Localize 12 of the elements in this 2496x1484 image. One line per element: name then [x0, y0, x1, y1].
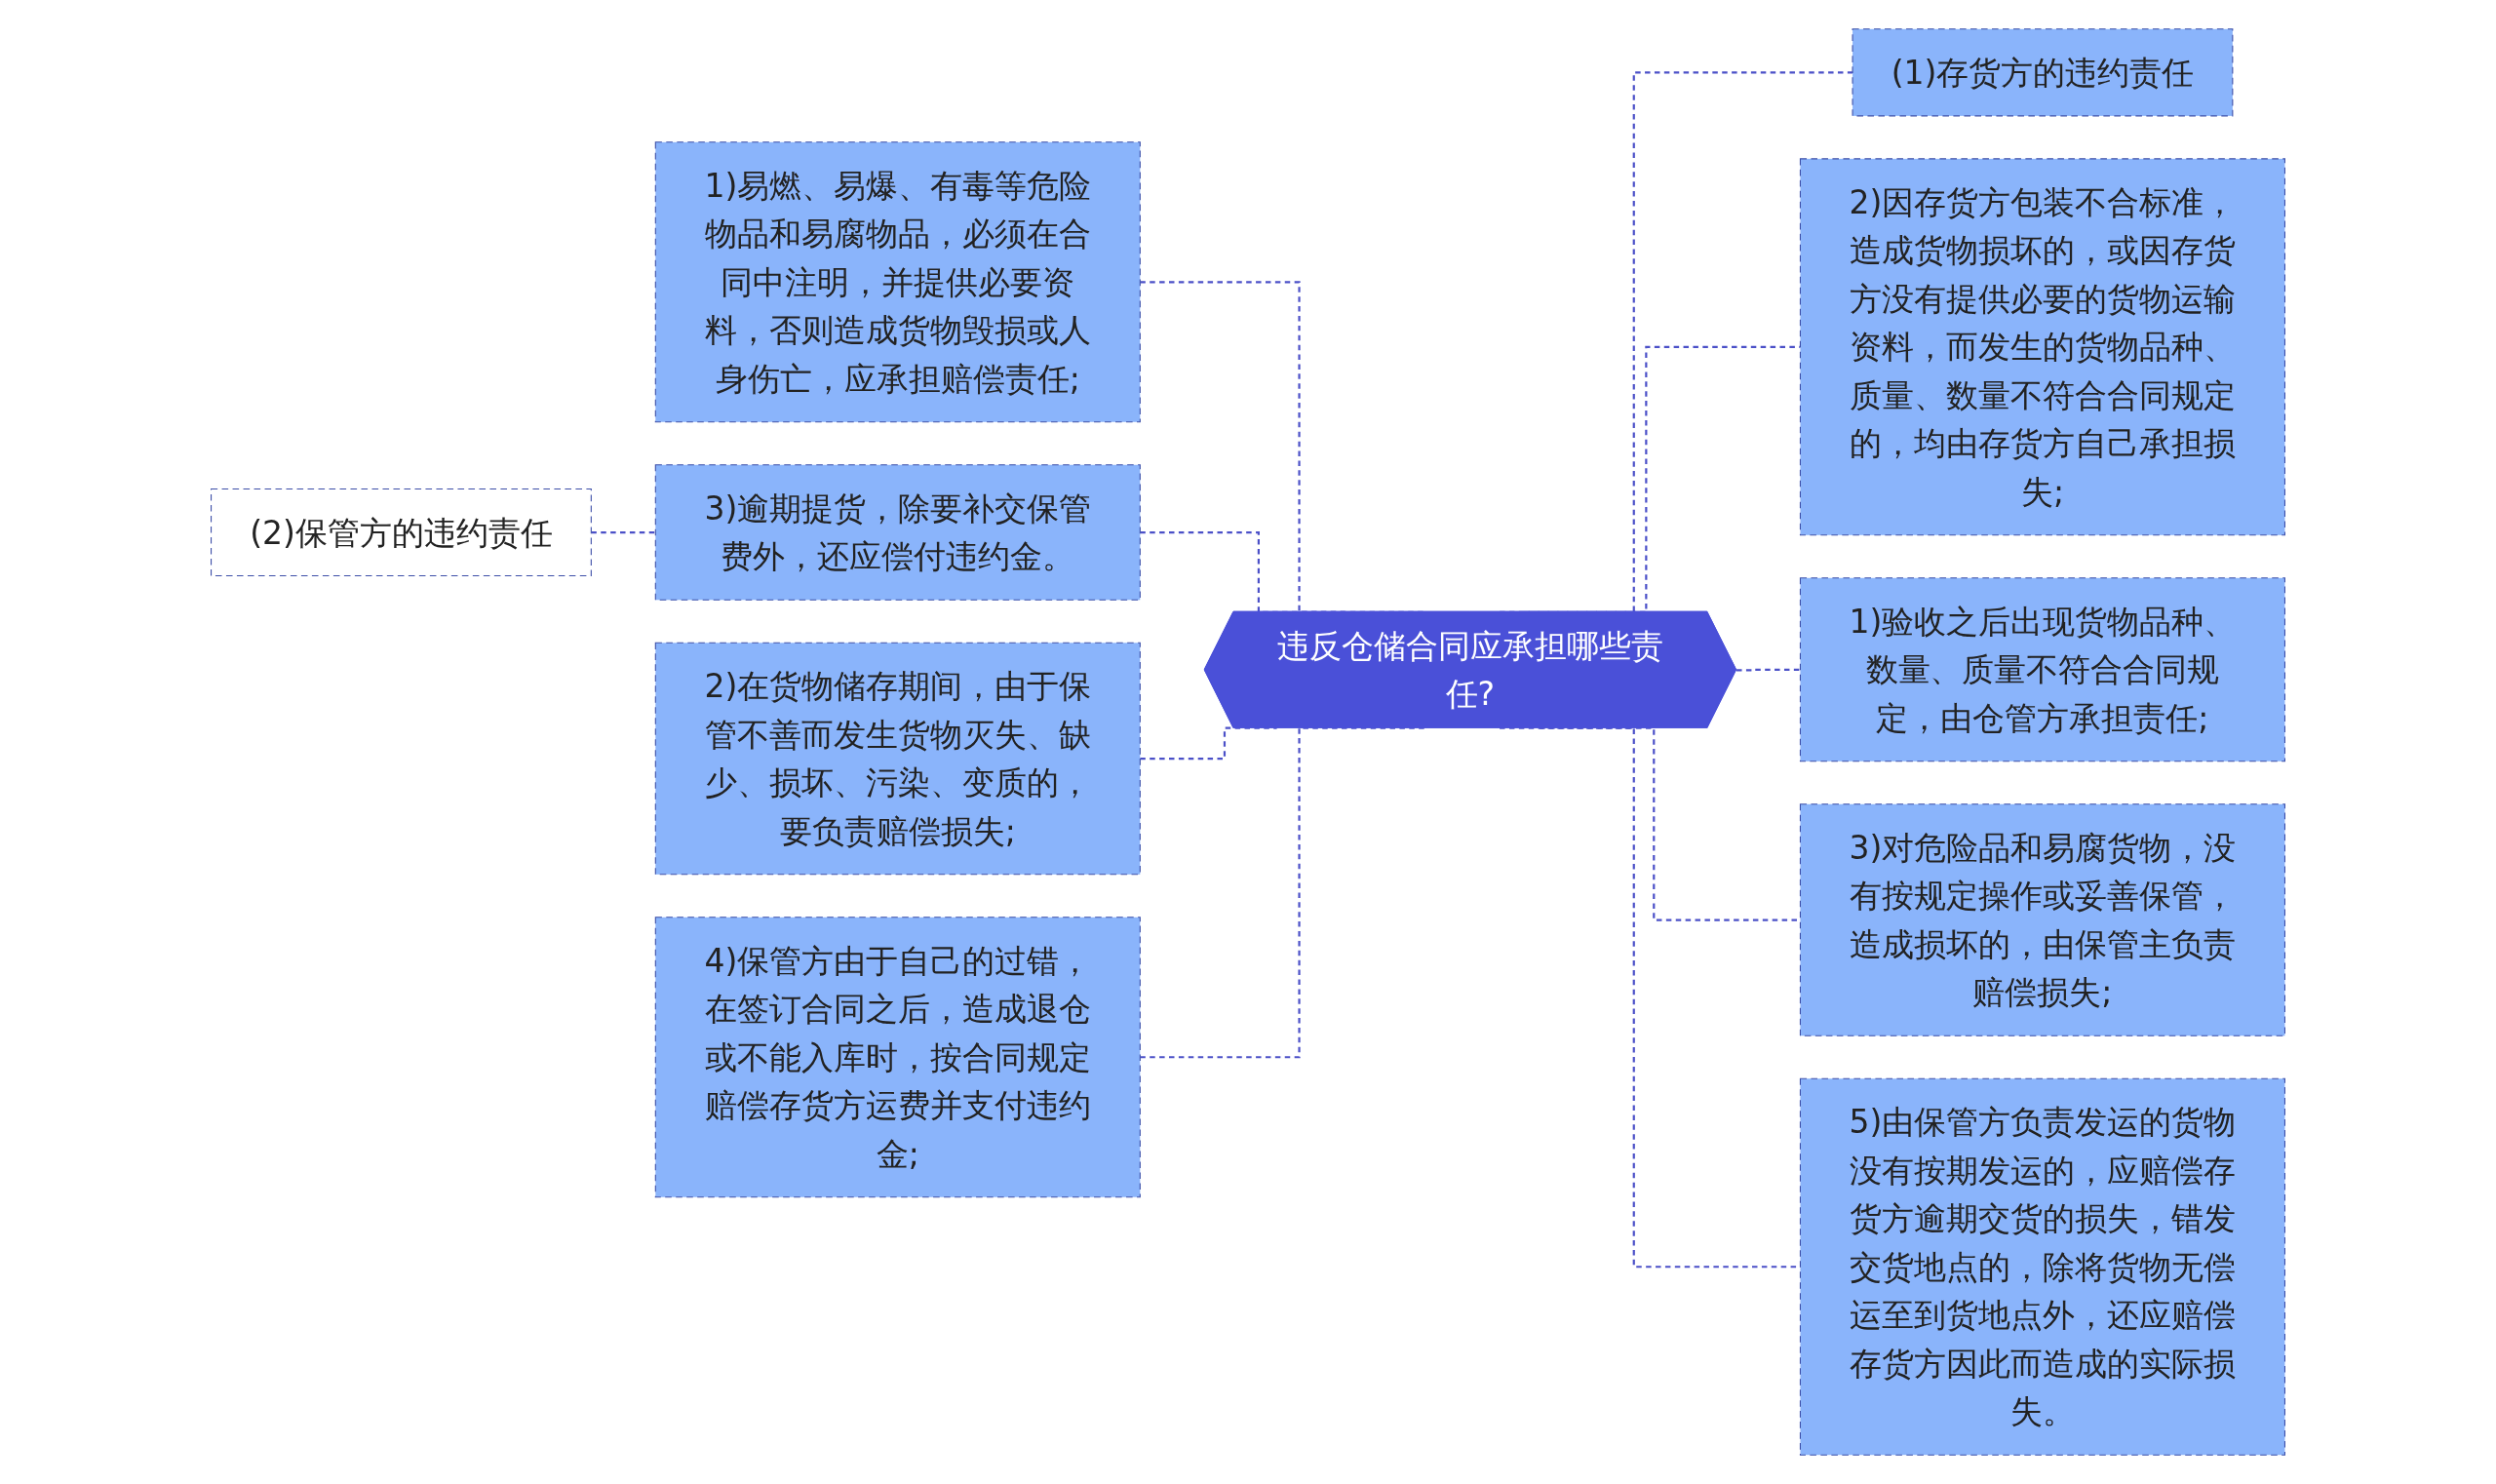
connector — [591, 530, 656, 534]
node-box: 2)因存货方包装不合标准，造成货物损坏的，或因存货方没有提供必要的货物运输资料，而发生的货物品种、质量、数量不符合合同规定的，均由存货方自己承担损失; — [1799, 158, 2285, 536]
node-box: 2)在货物储存期间，由于保管不善而发生货物灭失、缺少、损坏、污染、变质的，要负责赔偿损失; — [654, 642, 1141, 876]
node-box: 1)易燃、易爆、有毒等危险物品和易腐物品，必须在合同中注明，并提供必要资料，否则造成货物毁损或人身伤亡，应承担赔偿责任; — [654, 141, 1141, 423]
node-box: 1)验收之后出现货物品种、数量、质量不符合合同规定，由仓管方承担责任; — [1799, 577, 2285, 762]
node-box: 3)对危险品和易腐货物，没有按规定操作或妥善保管，造成损坏的，由保管主负责赔偿损失; — [1799, 803, 2285, 1036]
node-box: 3)逾期提货，除要补交保管费外，还应偿付违约金。 — [654, 464, 1141, 601]
node-box: 4)保管方由于自己的过错，在签订合同之后，造成退仓或不能入库时，按合同规定赔偿存货方运费并支付违约金; — [654, 917, 1141, 1198]
node-box: 5)由保管方负责发运的货物没有按期发运的，应赔偿存货方逾期交货的损失，错发交货地点的，除将货物无偿运至到货地点外，还应赔偿存货方因此而造成的实际损失。 — [1799, 1077, 2285, 1456]
node-box: (2)保管方的违约责任 — [211, 488, 592, 577]
connector — [1736, 668, 1801, 672]
node-box: (1)存货方的违约责任 — [1852, 28, 2234, 117]
